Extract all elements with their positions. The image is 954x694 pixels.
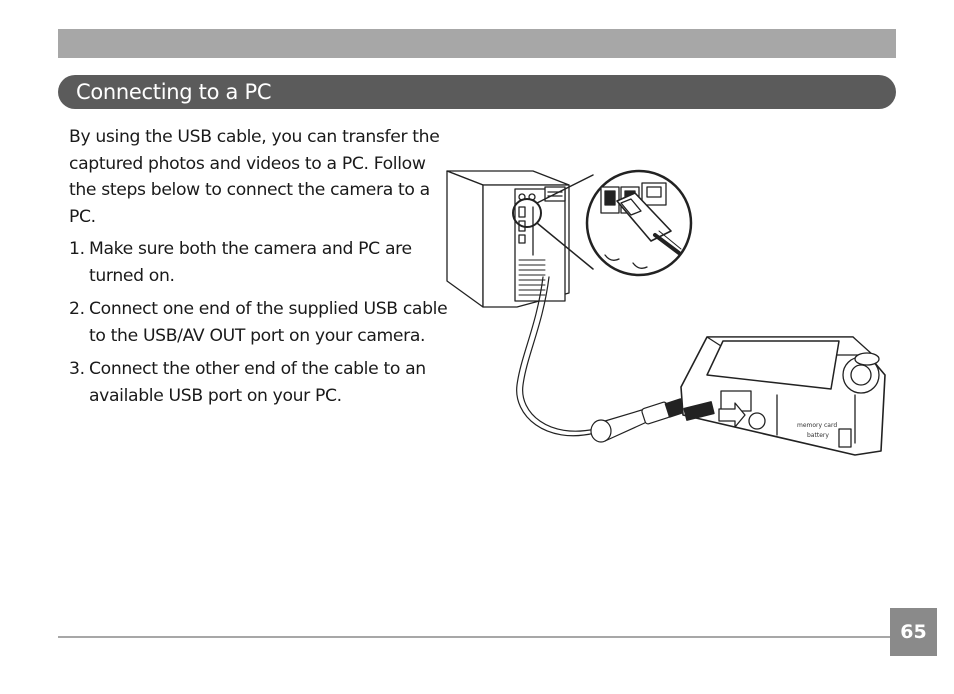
battery-label: battery <box>807 432 829 439</box>
step-text: Connect one end of the supplied USB cabl… <box>89 299 448 346</box>
intro-paragraph: By using the USB cable, you can transfer… <box>69 127 440 227</box>
step-text: Make sure both the camera and PC are tur… <box>89 239 412 286</box>
page-number: 65 <box>890 608 937 656</box>
step-number: 3. <box>69 359 85 379</box>
section-header: Connecting to a PC <box>58 75 896 109</box>
step-item: 3.Connect the other end of the cable to … <box>69 356 449 409</box>
top-header-bar <box>58 29 896 58</box>
usb-port-closeup-icon <box>585 169 693 277</box>
step-number: 1. <box>69 239 85 259</box>
section-title: Connecting to a PC <box>76 80 272 104</box>
content-body: By using the USB cable, you can transfer… <box>69 124 449 416</box>
step-text: Connect the other end of the cable to an… <box>89 359 426 406</box>
usb-cable-icon <box>516 276 686 443</box>
pc-tower-icon <box>446 170 570 308</box>
steps-list: 1.Make sure both the camera and PC are t… <box>69 236 449 409</box>
step-number: 2. <box>69 299 85 319</box>
camera-icon: memory card battery <box>680 336 886 456</box>
step-item: 2.Connect one end of the supplied USB ca… <box>69 296 449 349</box>
usb-connection-illustration: memory card battery <box>446 169 886 456</box>
footer-divider <box>58 636 891 638</box>
memory-card-label: memory card <box>797 422 837 429</box>
step-item: 1.Make sure both the camera and PC are t… <box>69 236 449 289</box>
